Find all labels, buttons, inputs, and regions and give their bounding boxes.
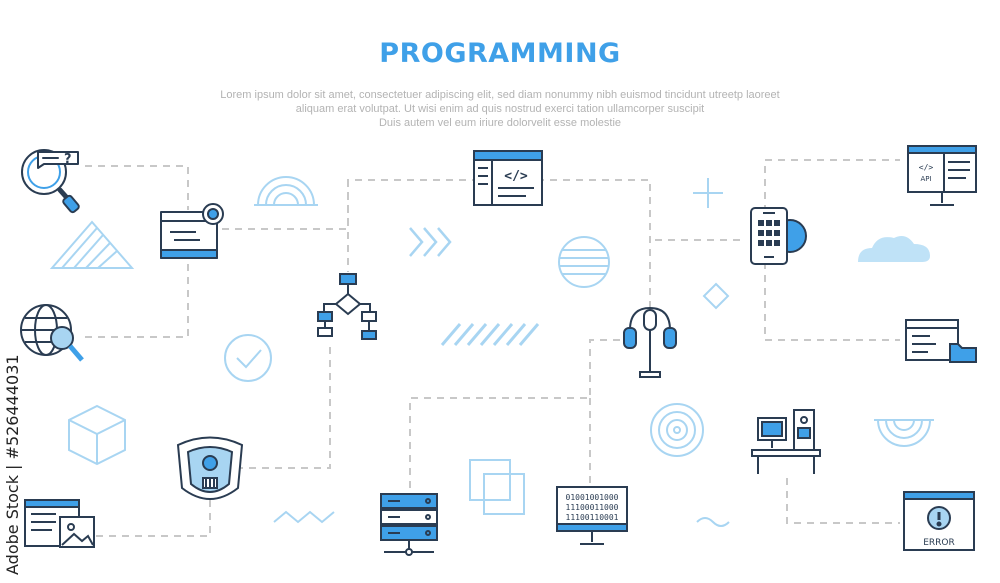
mobile-app-settings-icon — [750, 207, 807, 265]
api-label-text: API — [920, 175, 931, 183]
error-label-text: ERROR — [923, 538, 955, 548]
description-line-3: Duis autem vel eum iriure dolorvelit ess… — [378, 117, 622, 129]
code-window-icon — [473, 150, 543, 206]
overlapping-squares-decoration — [469, 459, 525, 515]
search-question-icon — [21, 149, 80, 214]
code-window-label: </> — [504, 169, 528, 184]
api-code-text: </> — [919, 163, 934, 172]
question-mark-text: ? — [64, 152, 72, 167]
database-server-icon — [380, 493, 438, 556]
page-title: PROGRAMMING — [379, 38, 621, 69]
rainbow-arcs-decoration — [254, 176, 318, 206]
cube-decoration — [68, 404, 126, 466]
cloud-decoration — [858, 236, 930, 262]
diamond-decoration — [702, 282, 730, 310]
web-image-page-icon — [24, 499, 95, 548]
wave-decoration — [696, 517, 730, 527]
semicircle-arcs-decoration — [874, 419, 934, 447]
desktop-workstation-icon — [751, 409, 821, 474]
plus-decoration — [693, 178, 723, 208]
zigzag-decoration — [273, 510, 335, 524]
binary-line-1: 01001001000 — [566, 493, 619, 502]
bug-shield-icon — [176, 436, 244, 500]
connector-lines — [85, 159, 900, 537]
flowchart-icon — [317, 273, 377, 340]
api-monitor-icon — [907, 145, 977, 206]
headset-icon — [623, 306, 677, 378]
diagonal-lines-decoration — [440, 323, 540, 346]
stock-watermark: Adobe Stock | #526444031 — [3, 354, 22, 575]
striped-triangle-decoration — [49, 220, 135, 269]
description-line-1: Lorem ipsum dolor sit amet, consectetuer… — [220, 89, 780, 101]
binary-monitor-icon — [556, 486, 628, 545]
binary-line-2: 11100011000 — [566, 503, 619, 512]
globe-search-icon — [20, 304, 84, 362]
striped-circle-decoration — [558, 236, 610, 288]
code-folder-icon — [905, 319, 977, 363]
decorative-shapes — [49, 176, 934, 527]
code-settings-icon — [160, 203, 224, 259]
concentric-circles-decoration — [650, 403, 704, 457]
binary-line-3: 11100110001 — [566, 513, 619, 522]
error-window-icon — [903, 491, 975, 551]
description-line-2: aliquam erat volutpat. Ut wisi enim ad q… — [295, 103, 705, 115]
chevrons-decoration — [409, 227, 452, 257]
checkmark-circle-decoration — [224, 334, 272, 382]
